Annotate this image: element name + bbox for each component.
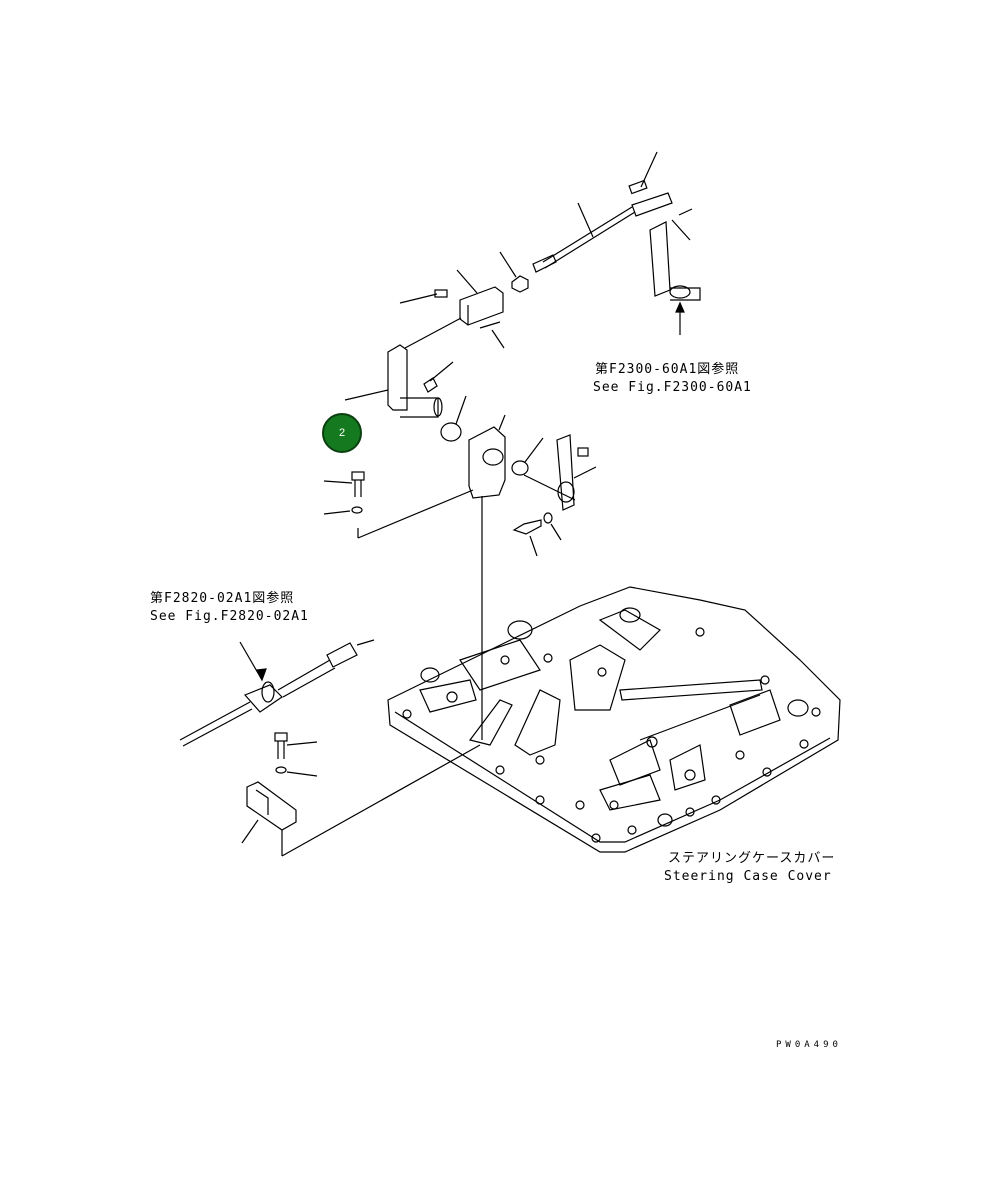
rod-assembly (399, 151, 701, 349)
drawing-code: PW0A490 (776, 1040, 842, 1050)
callout-hotspot[interactable]: 2 (322, 413, 362, 453)
bolt-washer-left (323, 471, 365, 515)
steering-case-cover (387, 586, 841, 853)
ref-f2820-en: See Fig.F2820-02A1 (150, 609, 309, 624)
lever-assembly (344, 344, 506, 740)
right-lever (511, 434, 597, 557)
cover-label-jp: ステアリングケースカバー (668, 851, 836, 866)
cover-label-en: Steering Case Cover (664, 869, 832, 884)
ref-f2300-en: See Fig.F2300-60A1 (593, 380, 752, 395)
ref-f2300-jp: 第F2300-60A1図参照 (595, 362, 740, 377)
cable-assembly (179, 639, 481, 857)
ref-f2820-jp: 第F2820-02A1図参照 (150, 591, 295, 606)
